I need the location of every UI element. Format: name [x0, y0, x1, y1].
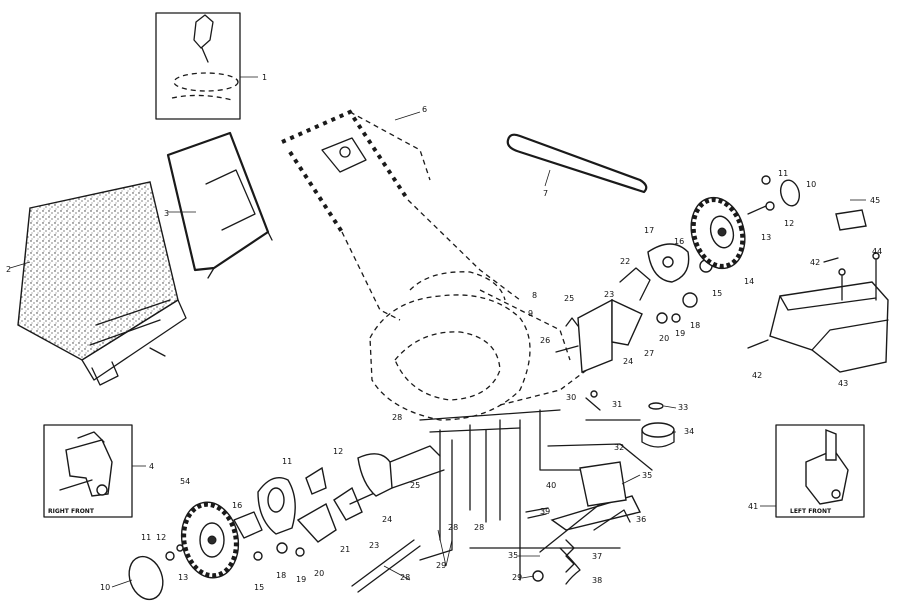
- callout-39: 39: [540, 507, 550, 516]
- callout-4: 4: [149, 462, 154, 471]
- callout-35-lower: 35: [508, 551, 518, 560]
- inset-right-front-label: RIGHT FRONT: [48, 508, 95, 515]
- callout-13-lower: 13: [178, 573, 188, 582]
- callout-9: 9: [528, 309, 533, 318]
- callout-20: 20: [659, 334, 669, 343]
- callout-22: 22: [620, 257, 630, 266]
- rear-wheel-right: [690, 175, 801, 270]
- inset-right-front: RIGHT FRONT: [43, 424, 146, 518]
- callout-34: 34: [684, 427, 694, 436]
- callout-32: 32: [614, 443, 624, 452]
- inset-handle-control: [155, 12, 258, 120]
- callout-20-lower: 20: [314, 569, 324, 578]
- callout-3: 3: [164, 209, 169, 218]
- callout-1: 1: [262, 73, 267, 82]
- callout-11-lower: 11: [282, 457, 292, 466]
- callout-18-lower: 18: [276, 571, 286, 580]
- callout-25: 25: [564, 294, 574, 303]
- callout-15: 15: [712, 289, 722, 298]
- callout-26: 26: [540, 336, 550, 345]
- callout-43: 43: [838, 379, 848, 388]
- callout-10-lower: 10: [100, 583, 110, 592]
- upper-handle: [281, 109, 521, 321]
- callout-45: 45: [870, 196, 880, 205]
- callout-36: 36: [636, 515, 646, 524]
- callout-12-left: 12: [156, 533, 166, 542]
- callout-13: 13: [761, 233, 771, 242]
- callout-44: 44: [872, 247, 882, 256]
- callout-31: 31: [612, 400, 622, 409]
- callout-54: 54: [180, 477, 190, 486]
- callout-25-lower: 25: [410, 481, 420, 490]
- lower-linkage: [419, 390, 675, 585]
- catcher-frame: [166, 131, 273, 279]
- callout-29-left: 29: [436, 561, 446, 570]
- callout-11-left: 11: [141, 533, 151, 542]
- callout-27: 27: [644, 349, 654, 358]
- transmission-parts: [555, 243, 713, 374]
- callout-28-upper: 28: [392, 413, 402, 422]
- callout-21: 21: [340, 545, 350, 554]
- callout-30: 30: [566, 393, 576, 402]
- inset-left-front: LEFT FRONT: [760, 424, 865, 518]
- callout-19: 19: [675, 329, 685, 338]
- callout-12-lower: 12: [333, 447, 343, 456]
- callout-42-upper: 42: [810, 258, 820, 267]
- callout-17: 17: [644, 226, 654, 235]
- callout-37: 37: [592, 552, 602, 561]
- callout-7: 7: [543, 189, 548, 198]
- callout-28-mid: 28: [448, 523, 458, 532]
- callout-19-lower: 19: [296, 575, 306, 584]
- callout-33: 33: [678, 403, 688, 412]
- grass-catcher-bag: [9, 181, 187, 386]
- callout-16: 16: [674, 237, 684, 246]
- callout-28-right: 28: [474, 523, 484, 532]
- callout-6: 6: [422, 105, 427, 114]
- callout-10: 10: [806, 180, 816, 189]
- callout-14: 14: [744, 277, 754, 286]
- callout-2: 2: [6, 265, 11, 274]
- callout-40: 40: [546, 481, 556, 490]
- callout-42-lower: 42: [752, 371, 762, 380]
- inset-left-front-label: LEFT FRONT: [790, 508, 832, 515]
- rear-housing: [747, 209, 889, 373]
- leader-lines: [111, 199, 866, 588]
- deck-outline: [369, 271, 601, 433]
- callout-29-right: 29: [512, 573, 522, 582]
- callout-23-lower: 23: [369, 541, 379, 550]
- callout-24-lower: 24: [382, 515, 392, 524]
- callout-38: 38: [592, 576, 602, 585]
- callout-12: 12: [784, 219, 794, 228]
- drive-belt: [506, 133, 648, 194]
- callout-35: 35: [642, 471, 652, 480]
- callout-24: 24: [623, 357, 633, 366]
- front-drive-assembly: [128, 445, 445, 601]
- callout-23: 23: [604, 290, 614, 299]
- callout-11: 11: [778, 169, 788, 178]
- callout-16-lower: 16: [232, 501, 242, 510]
- callout-15-lower: 15: [254, 583, 264, 592]
- callout-8: 8: [532, 291, 537, 300]
- callout-18: 18: [690, 321, 700, 330]
- callout-41: 41: [748, 502, 758, 511]
